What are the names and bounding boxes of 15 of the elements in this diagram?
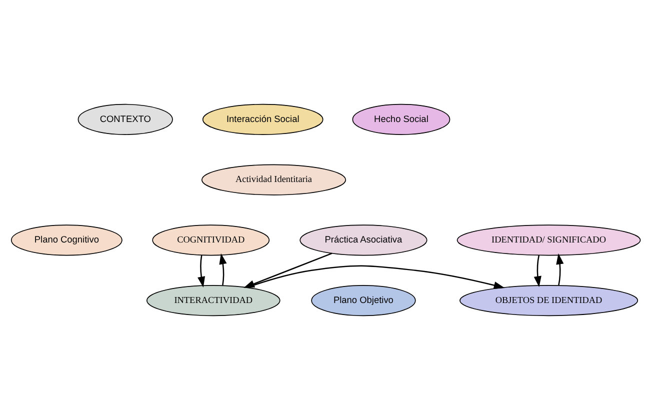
node-ellipse: Práctica Asociativa [300,224,428,256]
node-ellipse: IDENTIDAD/ SIGNIFICADO [456,224,641,256]
arrow [198,254,206,288]
arrow [556,252,564,285]
node-ellipse: Plano Objetivo [311,284,416,316]
node-ellipse: CONTEXTO [78,103,173,134]
node-ellipse: Interacción Social [202,103,324,134]
node-ellipse: OBJETOS DE IDENTIDAD [460,284,638,316]
node-ellipse: Plano Cognitivo [10,224,122,256]
node-ellipse: INTERACTIVIDAD [146,284,280,316]
arrow [534,254,542,287]
node-ellipse: Hecho Social [352,103,450,134]
arrow [219,252,227,285]
node-ellipse: COGNITIVIDAD [152,224,270,256]
node-ellipse: Actividad Identitaria [201,164,346,195]
